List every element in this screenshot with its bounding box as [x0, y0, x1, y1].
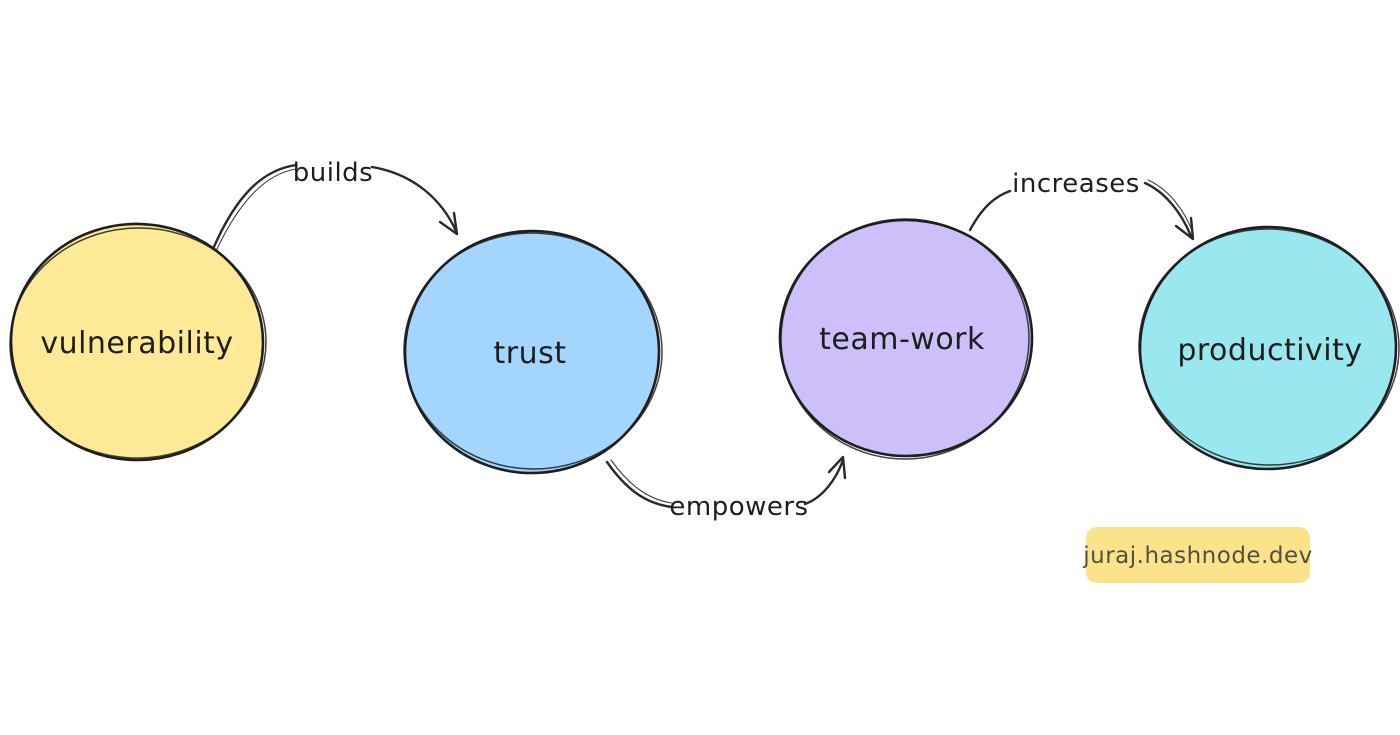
arrowhead-icon [438, 211, 459, 236]
edge-line-sketch-double [1147, 179, 1194, 234]
edge-builds[interactable]: builds [211, 158, 459, 252]
edge-line-sketch-double [610, 459, 673, 504]
watermark: juraj.hashnode.dev [1082, 527, 1313, 583]
node-shape [9, 222, 265, 462]
edge-line [211, 163, 298, 251]
node-shape-sketch-line [780, 218, 1030, 460]
node-shape-sketch-line [9, 227, 267, 459]
node-shape [778, 218, 1034, 458]
node-label: trust [493, 336, 566, 371]
edge-line [1143, 181, 1193, 238]
edge-line [803, 458, 845, 506]
node-label: vulnerability [40, 326, 233, 361]
edge-line [370, 165, 458, 233]
watermark-text: juraj.hashnode.dev [1082, 543, 1313, 569]
node-label: productivity [1177, 333, 1362, 368]
edge-label: increases [1012, 169, 1140, 199]
edge-line [968, 189, 1012, 232]
watermark-highlight [1086, 527, 1310, 583]
edge-label: empowers [669, 492, 808, 522]
node-shape-sketch-line [1138, 228, 1400, 466]
edge-increases[interactable]: increases [968, 169, 1195, 241]
edge-line-sketch-double [215, 168, 297, 252]
node-shape-sketch-line [403, 232, 663, 470]
node-label: team-work [819, 322, 985, 357]
node-trust[interactable]: trust [400, 228, 666, 477]
node-productivity[interactable]: productivity [1134, 223, 1400, 474]
node-shape [1138, 225, 1398, 471]
arrowhead-icon [1174, 216, 1195, 241]
edge-line [605, 460, 674, 509]
edge-empowers[interactable]: empowers [605, 455, 847, 522]
node-vulnerability[interactable]: vulnerability [5, 220, 271, 465]
node-shape [403, 229, 661, 475]
edge-label: builds [293, 158, 373, 188]
node-team-work[interactable]: team-work [777, 215, 1035, 464]
arrowhead-icon [827, 455, 847, 480]
